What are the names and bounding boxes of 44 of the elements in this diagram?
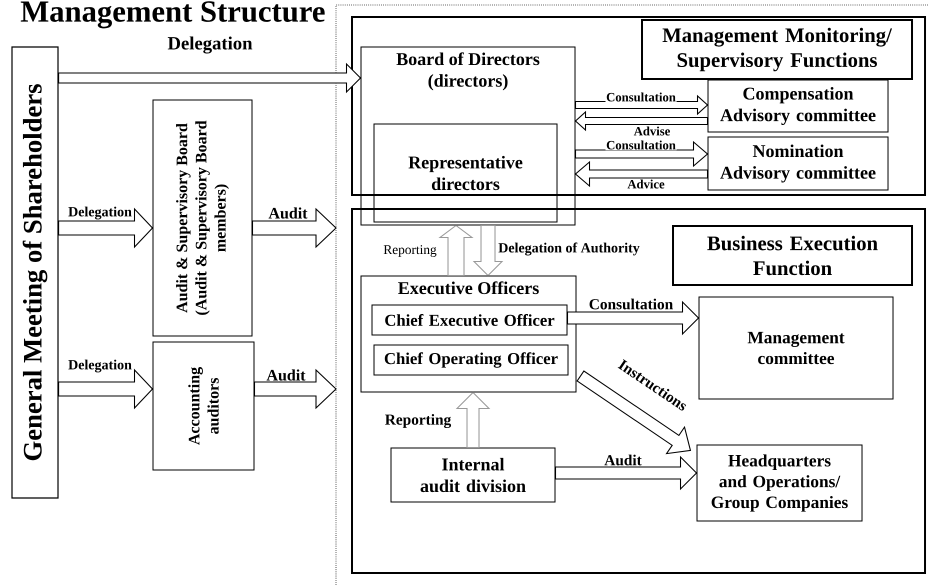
process-box: Chief Operating Officer [374, 344, 568, 376]
edge-label: Delegation [67, 358, 133, 374]
block-arrow [58, 368, 154, 410]
block-arrow [252, 208, 337, 248]
block-arrow [58, 62, 362, 94]
vertical-box: Accounting auditors [152, 342, 254, 470]
panel-frame [351, 208, 926, 574]
edge-label: Delegation [67, 206, 133, 220]
process-box: Internal audit division [390, 448, 556, 502]
block-arrow [456, 392, 490, 448]
edge-label: Delegation of Authority [498, 242, 640, 256]
block-arrow [574, 94, 708, 116]
edge-label: Reporting [384, 413, 452, 429]
block-arrow [254, 368, 337, 410]
block-arrow [58, 208, 154, 248]
block-arrow [574, 140, 708, 168]
block-arrow [554, 456, 698, 490]
process-box: Chief Executive Officer [372, 304, 568, 336]
panel-frame [351, 16, 926, 196]
block-arrow [472, 224, 504, 276]
edge-label: Consultation [606, 92, 677, 102]
edge-label: Advice [626, 178, 666, 190]
edge-label: Consultation [588, 298, 674, 310]
edge-label: Advise [633, 126, 671, 136]
edge-label: Delegation [166, 36, 254, 54]
block-arrow [574, 160, 708, 188]
title: Management Structure [20, 1, 325, 28]
process-box: Representative directors [374, 124, 558, 222]
process-box: Management committee [698, 296, 894, 400]
heading-box: Management Monitoring/ Supervisory Functions [641, 19, 914, 80]
vertical-box: Audit & Supervisory Board (Audit & Supervisory Board members) [152, 100, 252, 336]
process-box: Headquarters and Operations/ Group Companies [696, 444, 863, 522]
block-arrow [566, 300, 700, 336]
edge-label: Audit [604, 454, 642, 466]
edge-label: Consultation [606, 140, 677, 150]
vertical-box: General Meeting of Shareholders [11, 46, 59, 499]
process-box: Nomination Advisory committee [708, 136, 889, 190]
block-arrow [438, 224, 474, 276]
block-arrow [574, 110, 708, 132]
edge-label: Audit [268, 206, 308, 220]
edge-label: Audit [266, 368, 306, 382]
edge-label: Reporting [382, 244, 438, 258]
process-box: Compensation Advisory committee [708, 80, 889, 132]
heading-box: Business Execution Function [672, 225, 914, 286]
